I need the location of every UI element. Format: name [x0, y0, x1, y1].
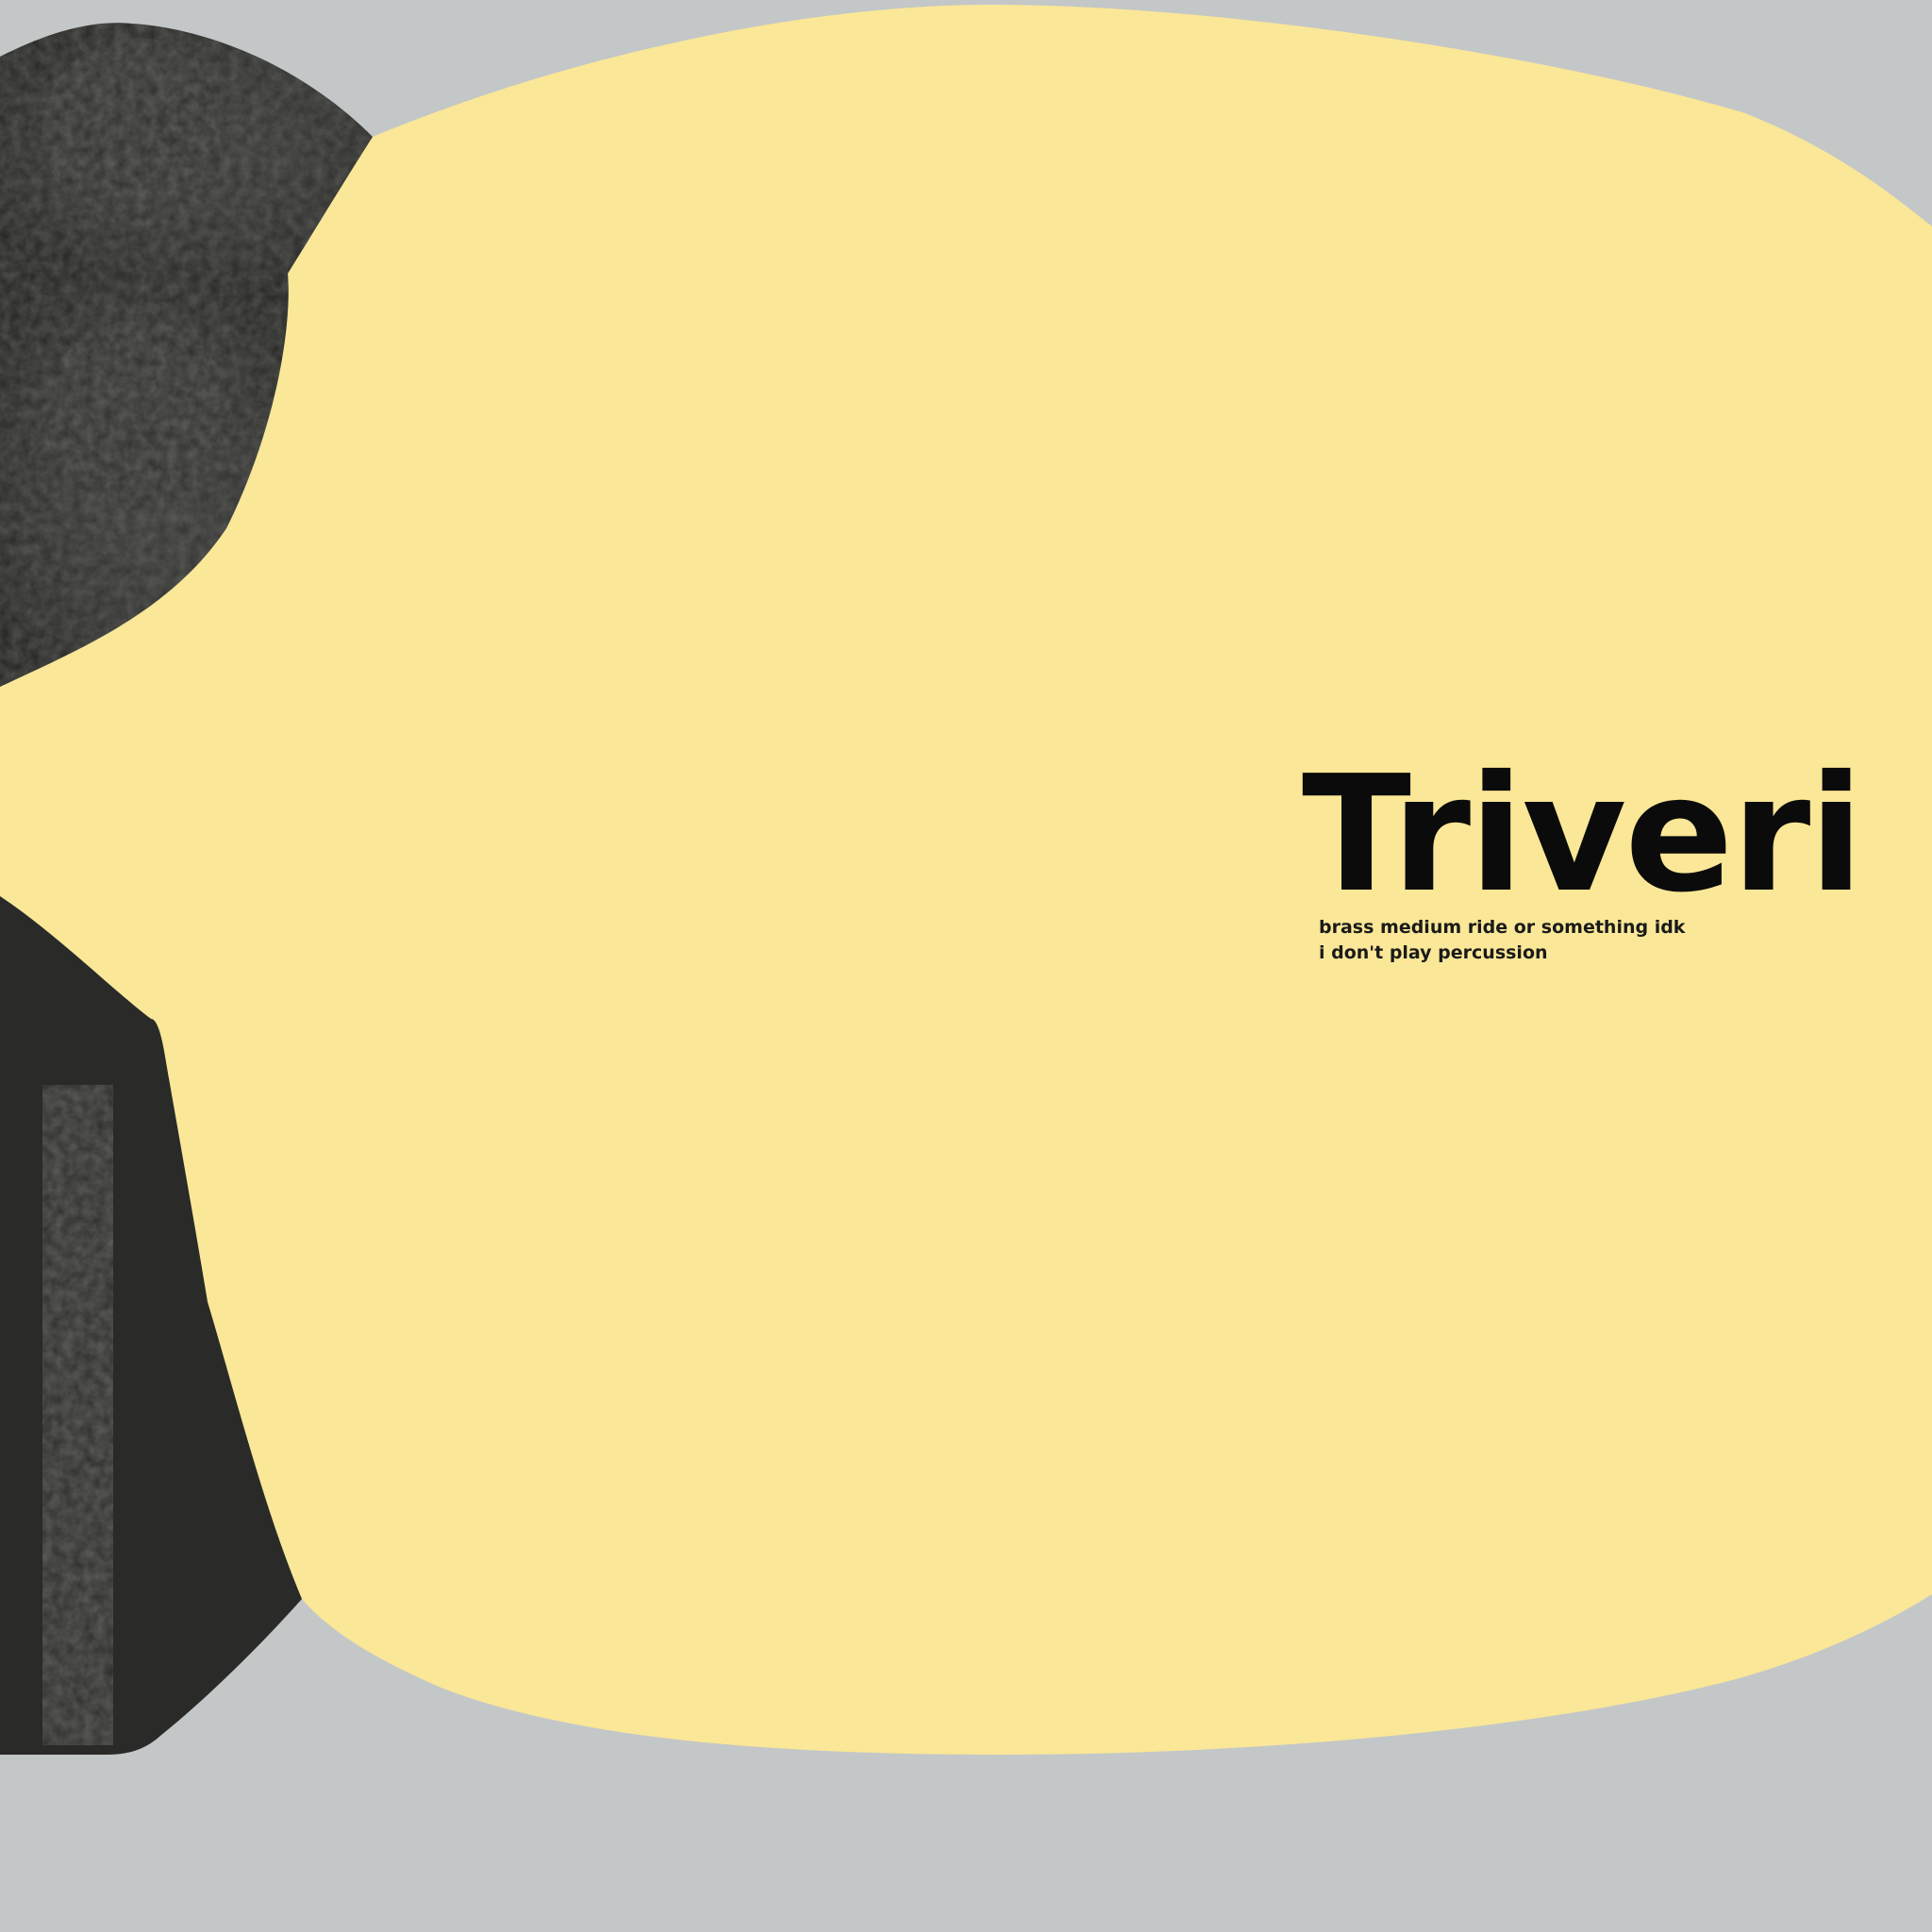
brand-block: Triveri brass medium ride or something i… [1302, 741, 1864, 966]
brand-subtitle-line-2: i don't play percussion [1319, 942, 1548, 963]
middle-dark-disc [0, 274, 289, 687]
top-dark-disc [0, 23, 373, 275]
cymbal-surface [0, 5, 1932, 1755]
brand-subtitle-line-1: brass medium ride or something idk [1319, 917, 1686, 938]
brand-title: Triveri [1302, 741, 1864, 928]
lower-dark-strip [0, 896, 302, 1755]
